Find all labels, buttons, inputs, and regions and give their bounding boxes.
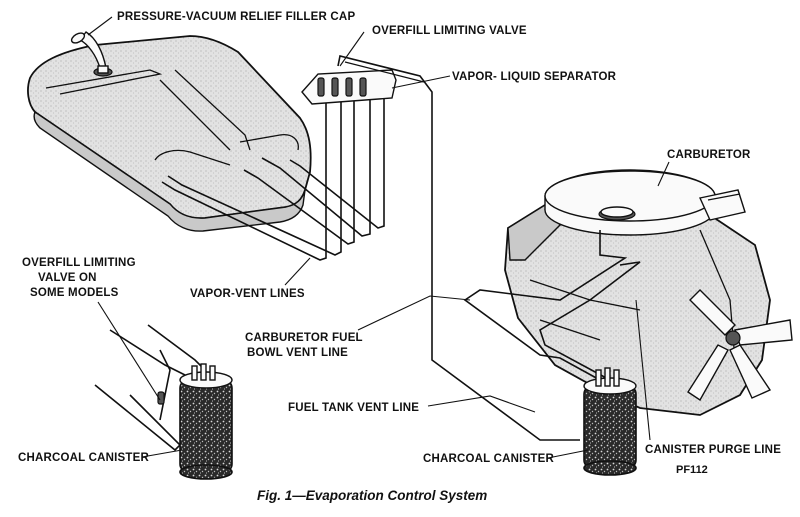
label-fuel-tank-vent: FUEL TANK VENT LINE [288,402,419,414]
charcoal-canister-right [583,367,637,476]
label-carburetor: CARBURETOR [667,149,751,161]
label-vapor-vent: VAPOR-VENT LINES [190,288,305,300]
overfill-valve-left [157,391,165,405]
fan [687,289,793,402]
vapor-liquid-separator [301,69,397,105]
air-cleaner [544,169,716,236]
label-purge-line: CANISTER PURGE LINE [645,444,781,456]
vapor-vent-lines [161,82,385,261]
air-snorkel [699,189,746,221]
label-canister-left: CHARCOAL CANISTER [18,452,149,464]
label-overfill-note-2: VALVE ON [38,272,97,284]
figure-caption: Fig. 1—Evaporation Control System [257,488,487,503]
leader-overfill-note [97,301,161,401]
charcoal-canister-left [179,363,233,480]
label-carb-vent-1: CARBURETOR FUEL [245,332,363,344]
label-separator: VAPOR- LIQUID SEPARATOR [452,71,617,83]
figure-code: PF112 [676,464,708,476]
label-overfill-valve: OVERFILL LIMITING VALVE [372,25,527,37]
label-filler-cap: PRESSURE-VACUUM RELIEF FILLER CAP [117,11,355,23]
label-overfill-note-1: OVERFILL LIMITING [22,257,136,269]
filler-cap [70,31,113,77]
label-carb-vent-2: BOWL VENT LINE [247,347,348,359]
label-canister-right: CHARCOAL CANISTER [423,453,554,465]
label-overfill-note-3: SOME MODELS [30,287,119,299]
fuel-tank [27,35,312,232]
